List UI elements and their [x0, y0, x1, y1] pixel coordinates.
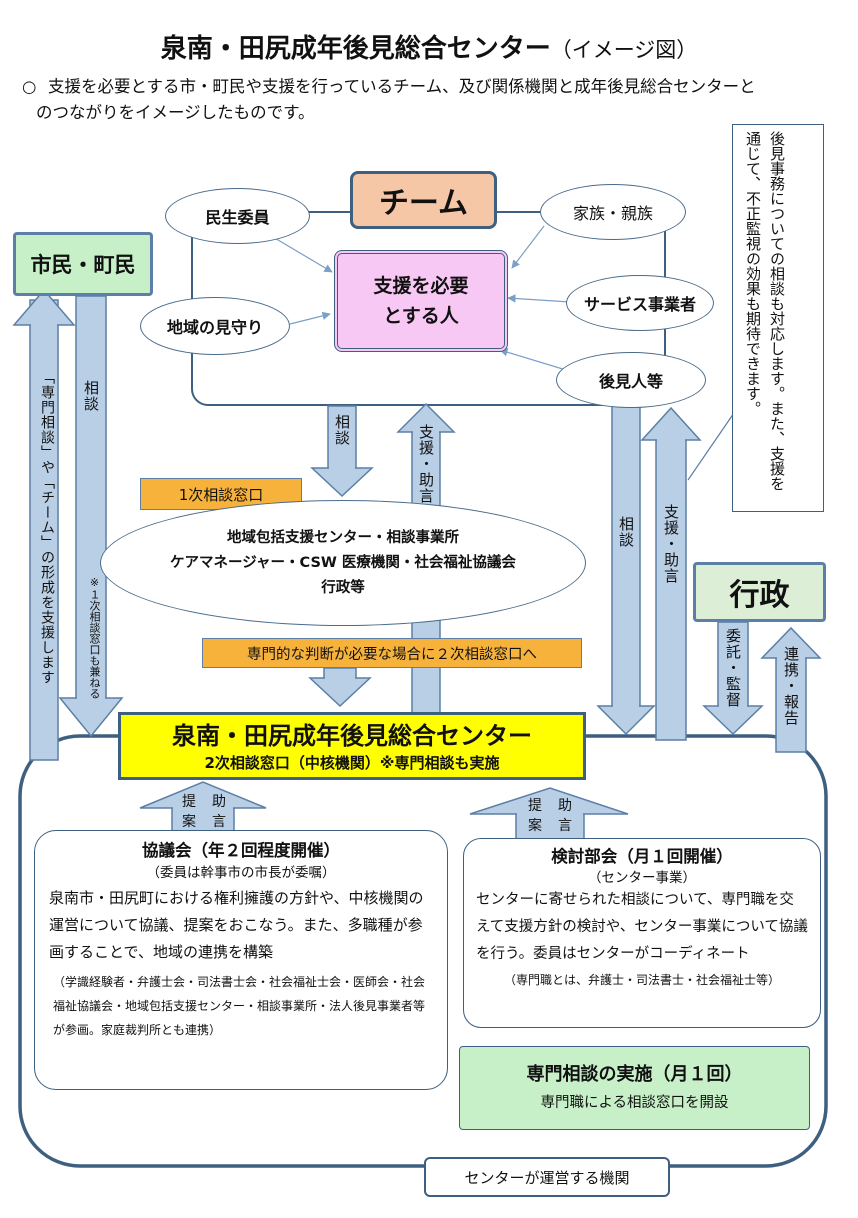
ellipse-minsei: 民生委員 — [165, 188, 310, 244]
consult-title: 専門相談の実施（月１回） — [526, 1064, 743, 1085]
council-box: 協議会（年２回程度開催） （委員は幹事市の市長が委嘱） 泉南市・田尻町における権… — [34, 830, 448, 1090]
council-members: （学識経験者・弁護士会・司法書士会・社会福祉士会・医師会・社会福祉協議会・地域包… — [53, 975, 426, 1037]
review-box: 検討部会（月１回開催） （センター事業） センターに寄せられた相談について、専門… — [463, 838, 821, 1028]
person-needing-support: 支援を必要 とする人 — [334, 250, 508, 352]
ellipse-guardian: 後見人等 — [556, 352, 706, 408]
ellipse-service: サービス事業者 — [566, 275, 714, 331]
note-text: 後見事務についての相談も対応します。また、支援を通じて、不正監視の効果も期待でき… — [744, 131, 786, 491]
connector-community — [289, 311, 331, 325]
bullet-mark: ○ — [22, 77, 37, 96]
primary-line-3: 行政等 — [321, 579, 365, 596]
arrow-escalate — [308, 677, 372, 708]
person-line-2: とする人 — [383, 305, 459, 327]
person-line-1: 支援を必要 — [373, 275, 469, 297]
citizen-support-text: 「専門相談」や「チーム」の形成を支援します — [39, 370, 55, 685]
citizen-consult-text: 相談 — [82, 380, 100, 412]
connector-guardian — [499, 348, 567, 371]
center-sub: 2次相談窓口（中核機関）※専門相談も実施 — [204, 753, 500, 772]
team-consult-text: 相談 — [333, 414, 351, 446]
intro-line-2: のつながりをイメージしたものです。 — [36, 103, 315, 122]
review-note: （センター事業） — [588, 870, 696, 886]
consult-body: 専門職による相談窓口を開設 — [540, 1095, 729, 1111]
right-support-text: 支援・助言 — [662, 504, 680, 584]
advice-l-3: 助 — [212, 794, 226, 810]
team-label: チーム — [350, 171, 497, 229]
title-main: 泉南・田尻成年後見総合センター — [160, 34, 551, 64]
connector-service — [507, 294, 571, 303]
note-box: 後見事務についての相談も対応します。また、支援を通じて、不正監視の効果も期待でき… — [732, 124, 824, 512]
center-name: 泉南・田尻成年後見総合センター — [172, 721, 532, 750]
review-members: （専門職とは、弁護士・司法書士・社会福祉士等） — [503, 973, 780, 987]
review-title: 検討部会（月１回開催） — [551, 847, 733, 866]
gov-commission-text: 委託・監督 — [724, 628, 742, 708]
intro-text: ○ 支援を必要とする市・町民や支援を行っているチーム、及び関係機関と成年後見総合セ… — [22, 74, 842, 126]
primary-line-2: ケアマネージャー・CSW 医療機関・社会福祉協議会 — [170, 554, 516, 571]
citizens-box: 市民・町民 — [13, 232, 153, 296]
advice-l-4: 言 — [212, 814, 226, 830]
advice-r-2: 案 — [528, 818, 542, 834]
connector-family — [511, 225, 545, 269]
ellipse-family: 家族・親族 — [540, 184, 686, 240]
page-title: 泉南・田尻成年後見総合センター（イメージ図） — [0, 28, 858, 65]
review-body: センターに寄せられた相談について、専門職を交えて支援方針の検討や、センター事業に… — [476, 892, 808, 962]
escalation-banner: 専門的な判断が必要な場合に２次相談窓口へ — [202, 638, 582, 668]
advice-r-1: 提 — [528, 798, 542, 814]
council-note: （委員は幹事市の市長が委嘱） — [146, 865, 336, 881]
connector-note — [687, 409, 737, 481]
connector-minsei — [267, 233, 333, 273]
title-sub: （イメージ図） — [550, 38, 698, 62]
team-support-text: 支援・助言 — [417, 424, 435, 504]
center-name-box: 泉南・田尻成年後見総合センター 2次相談窓口（中核機関）※専門相談も実施 — [118, 712, 586, 780]
government-box: 行政 — [693, 562, 826, 622]
expert-consult-box: 専門相談の実施（月１回） 専門職による相談窓口を開設 — [459, 1046, 810, 1130]
ellipse-community: 地域の見守り — [140, 297, 290, 355]
council-body: 泉南市・田尻町における権利擁護の方針や、中核機関の運営について協議、提案をおこな… — [49, 889, 424, 961]
right-consult-text: 相談 — [617, 516, 635, 548]
council-advice-label: 提助 案言 — [182, 792, 232, 834]
council-title: 協議会（年２回程度開催） — [142, 841, 340, 860]
primary-line-1: 地域包括支援センター・相談事業所 — [227, 529, 459, 546]
primary-window-ellipse: 地域包括支援センター・相談事業所 ケアマネージャー・CSW 医療機関・社会福祉協… — [100, 500, 586, 626]
center-footer-label: センターが運営する機関 — [424, 1157, 670, 1197]
advice-r-4: 言 — [558, 818, 572, 834]
review-advice-label: 提助 案言 — [528, 796, 578, 838]
advice-l-1: 提 — [182, 794, 196, 810]
advice-l-2: 案 — [182, 814, 196, 830]
advice-r-3: 助 — [558, 798, 572, 814]
gov-report-text: 連携・報告 — [782, 646, 800, 726]
intro-line-1: 支援を必要とする市・町民や支援を行っているチーム、及び関係機関と成年後見総合セン… — [48, 77, 756, 96]
citizen-consult-note: ※１次相談窓口も兼ねる — [88, 576, 101, 699]
